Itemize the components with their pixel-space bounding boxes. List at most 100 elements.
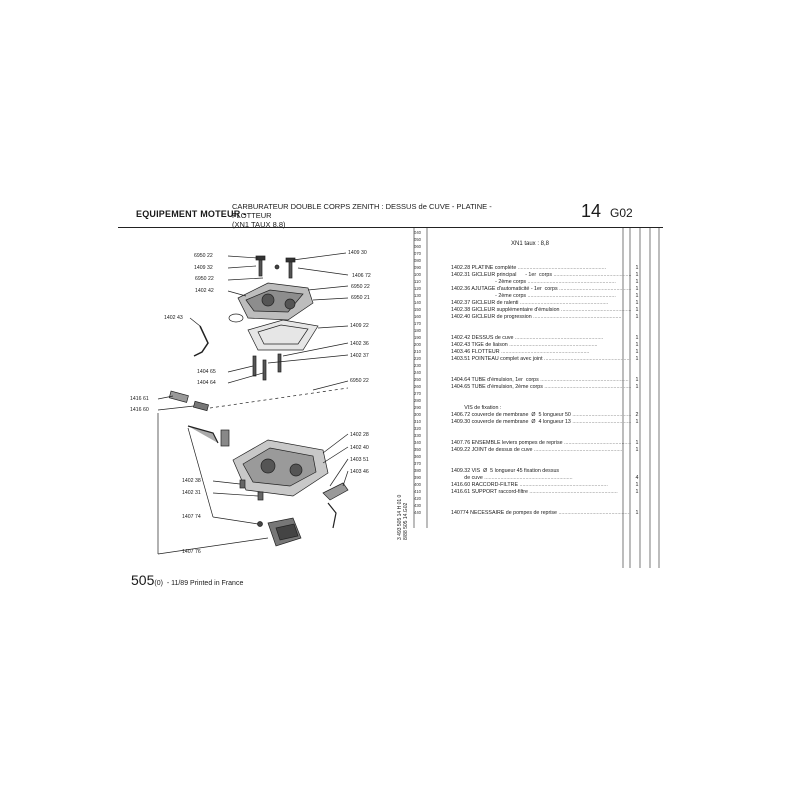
part-quantity: 1 xyxy=(635,307,639,313)
diagram-part-label: 1402 36 xyxy=(350,341,369,347)
part-description: RACCORD-FILTRE xyxy=(471,482,519,488)
part-ref: 1406.72 xyxy=(451,412,472,418)
row-number: 400 xyxy=(414,482,421,487)
part-ref: 140774 xyxy=(451,510,471,516)
table-row: 1404.64 TUBE d'émulsion, 1er corps .....… xyxy=(451,377,629,383)
row-number: 080 xyxy=(414,258,421,263)
row-number: 130 xyxy=(414,293,421,298)
part-description: NECESSAIRE de pompes de reprise xyxy=(470,510,558,516)
footer-printed: - 11/89 Printed in France xyxy=(166,580,244,587)
part-description: GICLEUR de ralenti xyxy=(471,300,519,306)
section-title: EQUIPEMENT MOTEUR - xyxy=(136,209,247,219)
diagram-part-label: 6950 22 xyxy=(195,276,214,282)
row-number: 160 xyxy=(414,314,421,319)
title-line-1: CARBURATEUR DOUBLE CORPS ZENITH : DESSUS… xyxy=(232,202,492,220)
row-number: 290 xyxy=(414,405,421,410)
part-description: VIS de fixation : xyxy=(451,405,502,411)
part-description: DESSUS de cuve xyxy=(471,335,514,341)
title-line-2: (XN1 TAUX 8,8) xyxy=(232,220,286,229)
row-number: 220 xyxy=(414,356,421,361)
part-quantity: 1 xyxy=(635,489,639,495)
part-description: POINTEAU complet avec joint xyxy=(471,356,543,362)
table-row: 1403.46 FLOTTEUR .......................… xyxy=(451,349,590,355)
row-number: 340 xyxy=(414,440,421,445)
part-description: JOINT de dessus de cuve xyxy=(471,447,533,453)
table-row: VIS de fixation : xyxy=(451,405,631,411)
diagram-part-label: 1402 38 xyxy=(182,478,201,484)
table-row: 1416.61 SUPPORT raccord-filtre .........… xyxy=(451,489,618,495)
table-row: 1402.43 TIGE de liaison ................… xyxy=(451,342,598,348)
part-description: GICLEUR supplémentaire d'émulsion xyxy=(471,307,560,313)
diagram-part-label: 1407 74 xyxy=(182,514,201,520)
part-quantity: 1 xyxy=(635,482,639,488)
row-number: 060 xyxy=(414,244,421,249)
part-quantity: 2 xyxy=(635,412,639,418)
part-ref: 1404.65 xyxy=(451,384,472,390)
table-row: 1402.37 GICLEUR de ralenti .............… xyxy=(451,300,609,306)
diagram-part-label: 1409 30 xyxy=(348,250,367,256)
part-quantity: 1 xyxy=(635,314,639,320)
part-description: de cuve xyxy=(451,475,483,481)
part-quantity: 1 xyxy=(635,335,639,341)
side-code-line-2: 8/88 505 14.G02 xyxy=(403,502,409,540)
document-title: CARBURATEUR DOUBLE CORPS ZENITH : DESSUS… xyxy=(232,202,532,229)
row-number: 070 xyxy=(414,251,421,256)
row-number: 270 xyxy=(414,391,421,396)
row-number: 260 xyxy=(414,384,421,389)
diagram-part-label: 6950 22 xyxy=(351,284,370,290)
part-ref: 1402.43 xyxy=(451,342,472,348)
part-description: TIGE de liaison xyxy=(471,342,508,348)
part-ref: 1402.42 xyxy=(451,335,472,341)
part-description: couvercle de membrane Ø 5 longueur 50 xyxy=(471,412,571,418)
part-quantity: 1 xyxy=(635,265,639,271)
part-quantity: 1 xyxy=(635,349,639,355)
header-rule xyxy=(118,227,663,228)
part-description: GICLEUR principal - 1er corps xyxy=(471,272,552,278)
row-number: 100 xyxy=(414,272,421,277)
table-row: 1402.28 PLATINE complète ...............… xyxy=(451,265,607,271)
part-ref: 1402.40 xyxy=(451,314,472,320)
row-number: 420 xyxy=(414,496,421,501)
part-quantity: 4 xyxy=(635,475,639,481)
diagram-part-label: 1402 28 xyxy=(350,432,369,438)
part-quantity: 1 xyxy=(635,300,639,306)
part-description: VIS Ø 5 longueur 45 fixation dessus xyxy=(471,468,560,474)
diagram-part-label: 6950 22 xyxy=(194,253,213,259)
diagram-part-label: 1404 64 xyxy=(197,380,216,386)
row-number: 180 xyxy=(414,328,421,333)
table-row: 1407.76 ENSEMBLE leviers pompes de repri… xyxy=(451,440,631,446)
table-row: 1406.72 couvercle de membrane Ø 5 longue… xyxy=(451,412,631,418)
table-row: 1402.38 GICLEUR supplémentaire d'émulsio… xyxy=(451,307,631,313)
row-number: 150 xyxy=(414,307,421,312)
group-number: 14 xyxy=(581,201,602,221)
part-description: ENSEMBLE leviers pompes de reprise xyxy=(471,440,563,446)
table-row: 1403.51 POINTEAU complet avec joint ....… xyxy=(451,356,631,362)
row-number: 110 xyxy=(414,279,421,284)
table-row: 1402.31 GICLEUR principal - 1er corps ..… xyxy=(451,272,631,278)
row-number: 230 xyxy=(414,363,421,368)
row-number: 090 xyxy=(414,265,421,270)
part-ref: 1402.38 xyxy=(451,307,472,313)
diagram-part-label: 1402 42 xyxy=(195,288,214,294)
diagram-part-label: 1409 32 xyxy=(194,265,213,271)
part-ref: 1409.30 xyxy=(451,419,472,425)
row-number: 320 xyxy=(414,426,421,431)
row-number: 240 xyxy=(414,370,421,375)
part-quantity: 1 xyxy=(635,356,639,362)
table-row: 140774 NECESSAIRE de pompes de reprise .… xyxy=(451,510,631,516)
group-code: G02 xyxy=(610,206,633,220)
row-number: 350 xyxy=(414,447,421,452)
diagram-part-label: 1404 65 xyxy=(197,369,216,375)
row-number: 120 xyxy=(414,286,421,291)
row-number: 380 xyxy=(414,468,421,473)
part-description: - 2ème corps xyxy=(451,279,527,285)
row-number: 310 xyxy=(414,419,421,424)
diagram-part-label: 1402 40 xyxy=(350,445,369,451)
part-quantity: 1 xyxy=(635,510,639,516)
side-reference-code: 3 493 505 14 H 01 0 8/88 505 14.G02 xyxy=(397,495,409,540)
footer-model: 505 xyxy=(131,572,155,588)
part-ref: 1409.22 xyxy=(451,447,472,453)
row-number: 040 xyxy=(414,230,421,235)
parts-table-grid xyxy=(413,228,660,568)
